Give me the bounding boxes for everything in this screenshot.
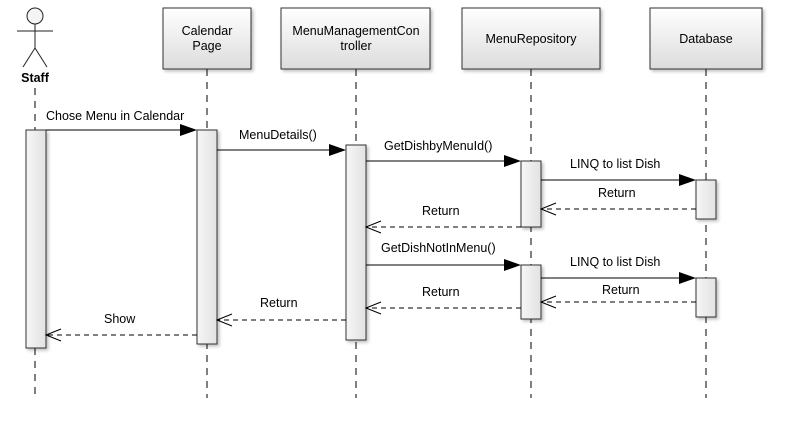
message-label: LINQ to list Dish [570,157,660,171]
open-arrowhead-icon [215,313,233,327]
message-label: Return [598,186,636,200]
calendar-activation [196,129,218,345]
participant-label-line1: MenuManagementCon [292,24,419,38]
message-chose-menu: Chose Menu in Calendar [46,109,197,136]
message-label: Return [422,285,460,299]
database-activation-2 [695,277,717,318]
message-show: Show [44,312,197,342]
participant-calendar-page: Calendar Page [162,7,252,70]
participant-label: Database [679,32,733,46]
open-arrowhead-icon [364,301,382,315]
message-get-dish-by-menu-id: GetDishbyMenuId() [366,139,521,167]
database-activation-1 [695,179,717,220]
message-linq-list-dish-1: LINQ to list Dish [541,157,696,186]
participant-label-line2: Page [192,39,221,53]
staff-activation [25,129,47,349]
message-label: GetDishbyMenuId() [384,139,492,153]
staff-actor: Staff [17,7,53,85]
message-label: GetDishNotInMenu() [381,241,496,255]
open-arrowhead-icon [539,202,557,216]
participant-database: Database [649,7,763,70]
participant-label: MenuRepository [485,32,577,46]
participant-label-line1: Calendar [182,24,233,38]
repository-activation-1 [520,160,542,228]
actor-head-icon [26,7,44,25]
message-label: Chose Menu in Calendar [46,109,184,123]
filled-arrowhead-icon [329,144,346,156]
message-return-controller: Return [215,296,346,327]
repository-activation-2 [520,264,542,320]
message-linq-list-dish-2: LINQ to list Dish [541,255,696,284]
participant-menu-repository: MenuRepository [461,7,601,70]
message-label: Return [422,204,460,218]
filled-arrowhead-icon [504,259,521,271]
controller-activation [345,144,367,341]
filled-arrowhead-icon [180,124,197,136]
open-arrowhead-icon [364,220,382,234]
actor-label: Staff [21,71,50,85]
message-return-db-1: Return [539,186,696,216]
filled-arrowhead-icon [679,272,696,284]
message-return-repo-1: Return [364,204,521,234]
message-label: Return [260,296,298,310]
open-arrowhead-icon [539,295,557,309]
filled-arrowhead-icon [504,155,521,167]
message-label: Show [104,312,136,326]
message-return-db-2: Return [539,283,696,309]
message-get-dish-not-in-menu: GetDishNotInMenu() [366,241,521,271]
message-label: Return [602,283,640,297]
participant-menu-management-controller: MenuManagementCon troller [280,7,431,70]
message-label: MenuDetails() [239,128,317,142]
message-label: LINQ to list Dish [570,255,660,269]
message-menu-details: MenuDetails() [217,128,346,156]
participant-label-line2: troller [340,39,371,53]
message-return-repo-2: Return [364,285,521,315]
open-arrowhead-icon [44,328,62,342]
filled-arrowhead-icon [679,174,696,186]
